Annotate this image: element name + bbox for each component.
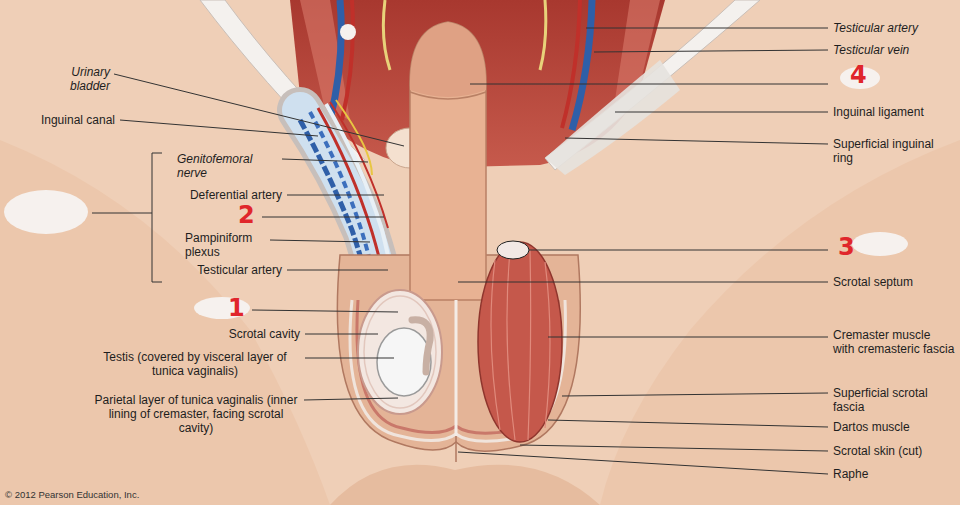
leader-line <box>305 334 378 335</box>
leader-line <box>304 398 398 400</box>
nerve <box>383 0 390 70</box>
part-label: Deferential artery <box>150 188 282 202</box>
leader-line <box>562 393 828 396</box>
scrotal-septum <box>455 300 458 436</box>
leader-line <box>305 358 394 359</box>
leader-line <box>252 310 398 312</box>
part-label: Scrotal skin (cut) <box>833 444 955 458</box>
part-label: Inguinal canal <box>5 113 115 127</box>
leader-line <box>282 159 368 162</box>
leader-line <box>594 50 828 52</box>
deferential-artery <box>330 102 388 228</box>
part-label: Testicular vein <box>833 43 955 57</box>
leader-line <box>470 84 828 85</box>
part-label: Urinary bladder <box>40 65 110 93</box>
part-label: Raphe <box>833 467 955 481</box>
smudge <box>852 232 908 256</box>
leader-line <box>529 250 828 251</box>
leader-line <box>270 240 370 242</box>
cord-cut-surface <box>497 241 529 259</box>
bracket <box>152 153 162 282</box>
bracket-leader <box>92 213 152 214</box>
part-label: Parietal layer of tunica vaginalis (inne… <box>92 393 300 435</box>
cremaster-muscle <box>478 242 562 442</box>
leader-line <box>548 420 828 427</box>
testicular-vein <box>330 0 341 120</box>
leader-line <box>458 452 828 474</box>
part-label: Scrotal septum <box>833 275 955 289</box>
leader-line <box>287 270 388 271</box>
part-label: Genitofemoral nerve <box>177 152 277 180</box>
callout-number: 3 <box>838 234 862 260</box>
callout-number: 4 <box>850 62 874 88</box>
testicular-artery <box>342 0 353 120</box>
part-label: Scrotal cavity <box>160 327 300 341</box>
parietal-tunica <box>364 296 436 408</box>
testicular-artery <box>562 0 580 128</box>
leader-line <box>114 74 404 146</box>
leader-line <box>586 28 828 29</box>
callout-number: 1 <box>228 295 252 321</box>
smudge <box>340 24 356 40</box>
scrotal-cavity <box>358 290 442 414</box>
leader-line <box>458 282 828 283</box>
raphe-line <box>455 436 457 462</box>
leader-line <box>520 445 828 451</box>
copyright-note: © 2012 Pearson Education, Inc. <box>5 489 255 500</box>
part-label: Dartos muscle <box>833 420 955 434</box>
leader-line <box>287 195 384 196</box>
part-label: Testicular artery <box>150 263 282 277</box>
leader-line <box>615 112 828 113</box>
perineum-shadow <box>330 465 600 505</box>
muscle-fibres <box>491 250 550 440</box>
part-label: Cremaster muscle with cremasteric fascia <box>833 328 955 356</box>
part-label: Inguinal ligament <box>833 105 955 119</box>
epididymis <box>412 320 430 372</box>
smudge <box>4 190 88 234</box>
callout-number: 2 <box>238 202 262 228</box>
part-label: Testicular artery <box>833 21 955 35</box>
leader-line <box>262 217 384 218</box>
glans <box>410 22 486 97</box>
penis <box>410 22 486 300</box>
leader-line <box>120 120 318 136</box>
aponeurosis <box>545 60 680 175</box>
part-label: Superficial inguinal ring <box>833 137 955 165</box>
leader-line <box>565 138 828 144</box>
left-thigh <box>0 140 330 505</box>
genitofemoral-nerve <box>336 100 372 175</box>
nerve <box>540 0 546 70</box>
leader-line <box>548 337 828 338</box>
part-label: Testis (covered by visceral layer of tun… <box>90 350 300 378</box>
part-label: Superficial scrotal fascia <box>833 386 955 414</box>
part-label: Pampiniform plexus <box>185 231 265 259</box>
